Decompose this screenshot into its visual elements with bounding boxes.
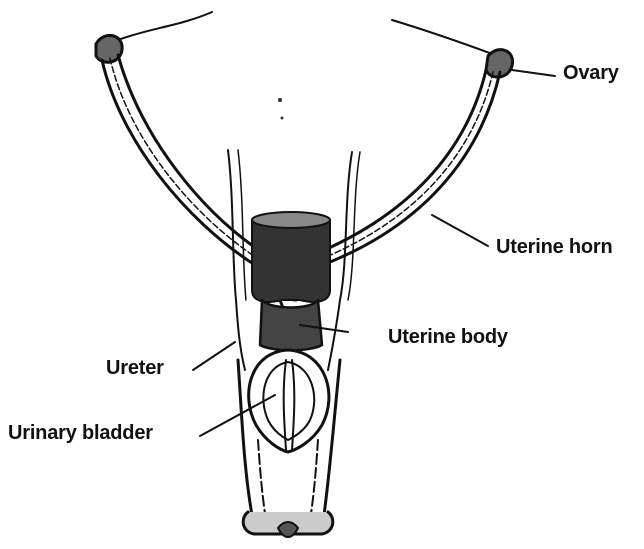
- stray-mark: [278, 98, 282, 102]
- right-ligament-edge: [392, 20, 495, 55]
- ovary-leader: [512, 70, 555, 76]
- urinary-bladder: [249, 350, 329, 452]
- rectum: [252, 220, 330, 302]
- urinary-bladder-label: Urinary bladder: [8, 422, 153, 445]
- left-ligament-edge: [118, 12, 212, 40]
- ovary-label: Ovary: [563, 62, 619, 85]
- stray-mark: [281, 117, 284, 120]
- left-uterine-horn-vessel: [110, 58, 260, 260]
- uterine-horn-label: Uterine horn: [496, 236, 613, 259]
- vagina-inner-right: [310, 440, 318, 520]
- rectum-top: [252, 212, 330, 228]
- vagina-inner-left: [258, 440, 266, 520]
- ureter-leader: [193, 342, 235, 370]
- uterine-body-label: Uterine body: [388, 326, 508, 349]
- left-ureter: [228, 150, 245, 370]
- left-ureter-2: [238, 150, 246, 300]
- ureter-label: Ureter: [106, 357, 164, 380]
- uterine-horn-leader: [432, 215, 488, 246]
- uterine-body: [260, 300, 322, 350]
